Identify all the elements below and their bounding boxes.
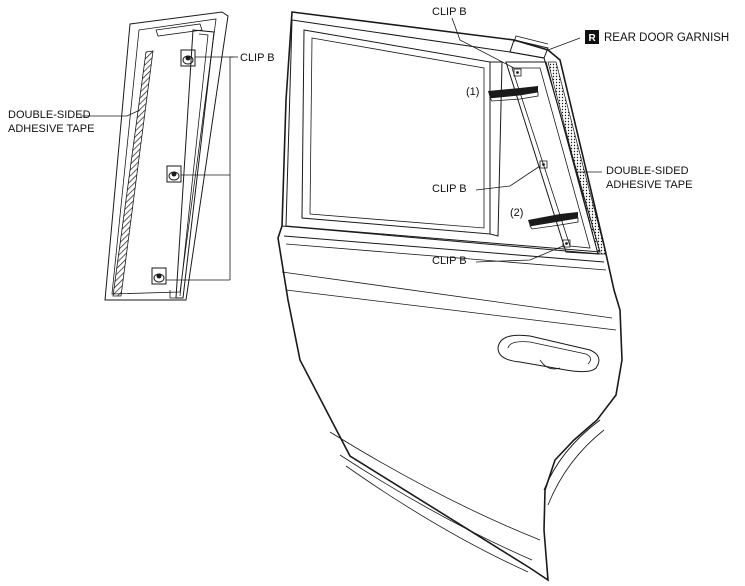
- clip-b-door-middle: [539, 160, 548, 169]
- rear-door: [277, 11, 623, 582]
- label-clip-b-left-panel: CLIP B: [240, 52, 275, 64]
- garnish-panel-detail: [104, 11, 229, 301]
- leader-clip-b-left: [166, 56, 238, 281]
- label-step-2: (2): [510, 207, 523, 219]
- clip-b-panel-bottom: [151, 267, 167, 285]
- r-badge: [585, 30, 599, 44]
- adhesive-tape-strip-door: [547, 61, 607, 255]
- leader-clip-b-middle: [475, 165, 541, 191]
- label-step-1: (1): [466, 86, 479, 98]
- label-tape-left-line1: DOUBLE-SIDED: [8, 109, 91, 121]
- rear-door-garnish-heading: R REAR DOOR GARNISH: [547, 30, 729, 51]
- step-1-arrow: [488, 86, 539, 102]
- label-clip-b-middle: CLIP B: [432, 183, 467, 195]
- label-tape-right-line1: DOUBLE-SIDED: [606, 165, 689, 177]
- clip-b-door-top: [513, 68, 522, 77]
- door-handle: [497, 334, 600, 373]
- clip-b-panel-middle: [166, 165, 182, 183]
- adhesive-tape-strip-left: [112, 50, 154, 297]
- clip-b-door-bottom: [562, 239, 571, 248]
- step-2-arrow: [528, 212, 579, 230]
- leader-tape-left: [80, 109, 141, 117]
- label-clip-b-bottom: CLIP B: [432, 255, 467, 267]
- label-tape-left-line2: ADHESIVE TAPE: [8, 123, 94, 135]
- label-rear-door-garnish: REAR DOOR GARNISH: [604, 32, 729, 44]
- leader-clip-b-bottom: [475, 245, 564, 263]
- label-clip-b-top: CLIP B: [432, 6, 467, 18]
- label-tape-right-line2: ADHESIVE TAPE: [606, 179, 692, 191]
- leader-clip-b-top: [451, 17, 515, 69]
- clip-b-panel-top: [180, 49, 196, 67]
- r-badge-letter: R: [589, 33, 597, 44]
